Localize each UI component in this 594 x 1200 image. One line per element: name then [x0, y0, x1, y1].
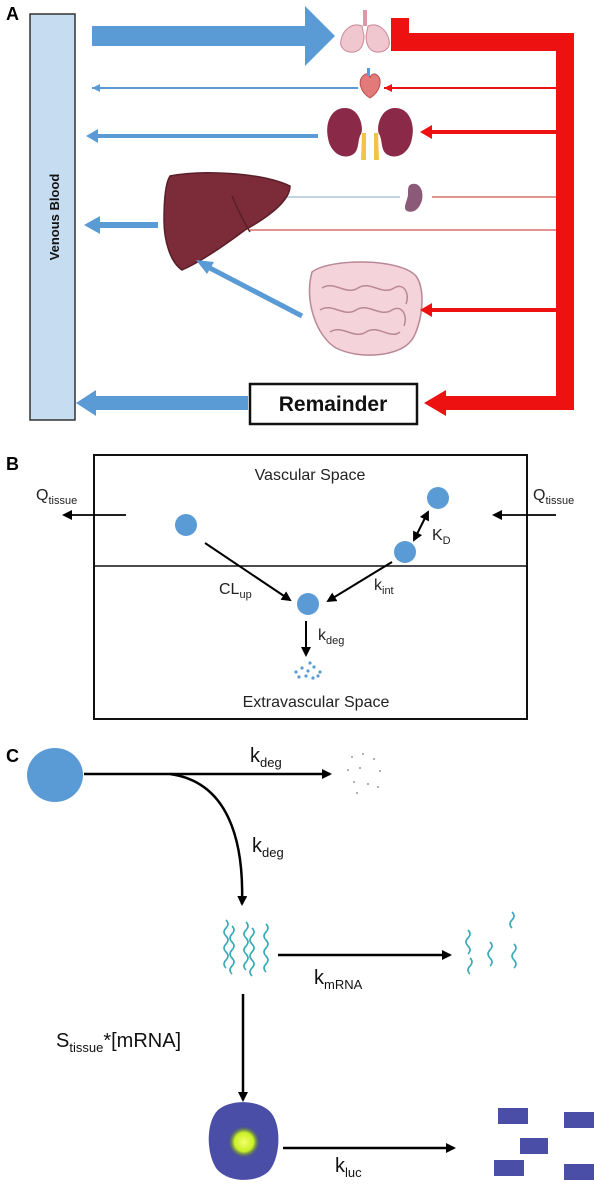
- portal-flow: [204, 263, 304, 319]
- kidney-venous-arrowhead: [86, 129, 98, 143]
- panel-a: A Venous Blood: [6, 4, 574, 426]
- degraded-fragments: [294, 661, 322, 680]
- kint-label: kint: [374, 577, 394, 597]
- portal-arrowhead: [196, 260, 214, 274]
- kmrna-label: kmRNA: [314, 967, 363, 992]
- kint-arrow: [326, 561, 393, 603]
- bound-particle: [394, 541, 416, 563]
- kdeg-label: kdeg: [318, 627, 344, 647]
- panel-b-letter: B: [6, 454, 19, 474]
- panel-a-letter: A: [6, 4, 19, 24]
- gut-arterial-arrowhead: [420, 303, 432, 317]
- kidneys-icon: [327, 108, 413, 160]
- mrna-icon: [223, 919, 269, 977]
- heart-icon: [359, 68, 381, 99]
- remainder-label: Remainder: [279, 393, 388, 416]
- kluc-label: kluc: [335, 1155, 362, 1180]
- venous-blood-column: [29, 13, 76, 421]
- q-tissue-in-label: Qtissue: [533, 487, 574, 507]
- panel-c: C kdeg kdeg kmRNA: [6, 745, 594, 1180]
- kdeg-top-label: kdeg: [250, 745, 282, 770]
- degraded-mrna-icon: [465, 911, 517, 975]
- clup-arrow: [204, 542, 292, 602]
- remainder-arterial-arrowhead: [424, 390, 446, 416]
- heart-venous-arrowhead: [92, 84, 100, 92]
- panel-c-letter: C: [6, 746, 19, 766]
- extravascular-space-label: Extravascular Space: [243, 694, 390, 711]
- panel-b: B Vascular Space Extravascular Space Qti…: [6, 454, 574, 720]
- venous-to-lungs-arrow: [92, 6, 335, 66]
- kidney-arterial-arrowhead: [420, 125, 432, 139]
- remainder-venous-arrowhead: [76, 390, 96, 416]
- kd-label: KD: [432, 527, 451, 547]
- spleen-icon: [405, 183, 423, 212]
- intestine-icon: [308, 261, 423, 356]
- degraded-protein-icon: [494, 1108, 594, 1180]
- q-tissue-out-label: Qtissue: [36, 487, 77, 507]
- degraded-lnp-dots: [347, 753, 381, 794]
- clup-label: CLup: [219, 581, 252, 601]
- tissue-compartment-box: [93, 454, 528, 720]
- arterial-stub: [391, 18, 409, 44]
- lungs-icon: [340, 10, 390, 53]
- unbound-particle: [427, 487, 449, 509]
- internalized-particle: [297, 593, 319, 615]
- liver-icon: [163, 172, 291, 271]
- lnp-particle: [27, 748, 83, 802]
- kdeg-curve-label: kdeg: [252, 835, 284, 860]
- stissue-label: Stissue*[mRNA]: [56, 1030, 181, 1055]
- kd-binding-arrow: [413, 510, 429, 542]
- lnp-to-mrna-arrow: [169, 772, 248, 906]
- remainder-box: [248, 382, 419, 426]
- vascular-space-label: Vascular Space: [255, 467, 366, 484]
- heart-arterial-arrowhead: [384, 84, 392, 92]
- liver-venous-arrowhead: [84, 216, 100, 234]
- venous-blood-label: Venous Blood: [47, 174, 62, 261]
- arterial-return-line: [391, 18, 574, 410]
- free-particle: [175, 514, 197, 536]
- protein-icon: [208, 1102, 279, 1180]
